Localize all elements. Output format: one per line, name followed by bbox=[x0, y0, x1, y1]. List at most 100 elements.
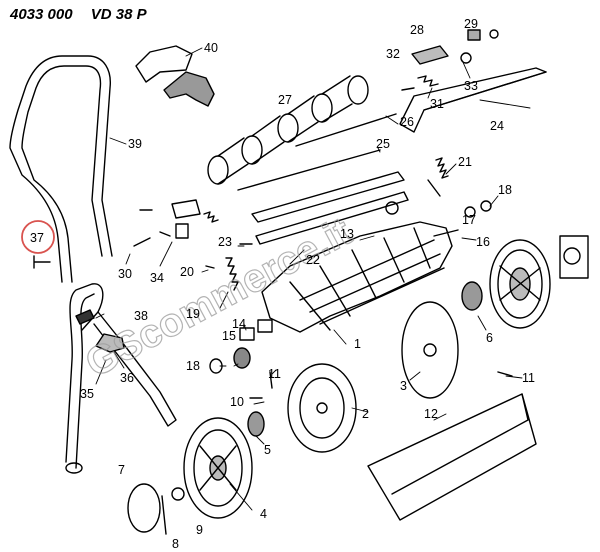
part-39-handle bbox=[9, 55, 113, 283]
label-16: 16 bbox=[476, 235, 490, 249]
part-26-shaft bbox=[295, 113, 397, 147]
part-29-bolt bbox=[467, 29, 481, 41]
part-16-axle bbox=[433, 229, 459, 237]
part-21-rod bbox=[427, 179, 441, 197]
part-4-wheel bbox=[183, 417, 253, 519]
label-4: 4 bbox=[260, 507, 267, 521]
part-34-nut bbox=[175, 223, 189, 239]
part-40-grip bbox=[135, 45, 193, 83]
part-15-bearing bbox=[233, 347, 251, 369]
part-9-clip bbox=[171, 487, 185, 501]
part-25-shaft bbox=[237, 149, 381, 191]
label-24: 24 bbox=[490, 119, 504, 133]
label-1: 1 bbox=[354, 337, 361, 351]
label-35: 35 bbox=[80, 387, 94, 401]
part-21-spring bbox=[435, 157, 449, 179]
part-29-washer bbox=[489, 29, 499, 39]
part-33-nut bbox=[460, 52, 472, 64]
part-18-bushing bbox=[480, 200, 492, 212]
label-18b: 18 bbox=[186, 359, 200, 373]
part-cap-hub bbox=[563, 247, 581, 265]
label-11b: 11 bbox=[522, 371, 535, 385]
part-40-grip-lower bbox=[163, 71, 215, 107]
part-35-bracket bbox=[95, 333, 125, 353]
diagram-header: 4033 000 VD 38 P bbox=[10, 6, 161, 23]
label-5: 5 bbox=[264, 443, 271, 457]
label-12: 12 bbox=[424, 407, 438, 421]
part-1-frame bbox=[261, 221, 453, 333]
label-11a: 11 bbox=[268, 367, 281, 381]
part-14-bush-b bbox=[257, 319, 273, 333]
part-13-knob bbox=[385, 201, 399, 215]
label-14: 14 bbox=[232, 317, 246, 331]
part-27-rollers bbox=[207, 75, 369, 185]
label-29: 29 bbox=[464, 17, 478, 31]
label-36: 36 bbox=[120, 371, 134, 385]
part-6-gear bbox=[461, 281, 483, 311]
part-20-pin bbox=[205, 265, 215, 269]
part-number: 4033 000 bbox=[10, 6, 73, 23]
part-8-pin bbox=[161, 495, 167, 535]
part-36-lower-bar bbox=[93, 311, 177, 427]
label-6: 6 bbox=[486, 331, 493, 345]
label-8: 8 bbox=[172, 537, 179, 551]
part-36-foot bbox=[65, 462, 83, 474]
part-spring bbox=[203, 211, 219, 223]
label-7: 7 bbox=[118, 463, 125, 477]
label-18a: 18 bbox=[498, 183, 512, 197]
label-15: 15 bbox=[222, 329, 236, 343]
part-12-fold bbox=[391, 393, 529, 495]
part-labels: 1 2 3 4 5 6 7 8 9 10 11 11 12 13 14 15 1… bbox=[30, 17, 535, 551]
part-22-blade bbox=[251, 171, 405, 223]
label-28: 28 bbox=[410, 23, 424, 37]
label-23: 23 bbox=[218, 235, 232, 249]
part-19-spring bbox=[225, 257, 239, 291]
part-2-inner bbox=[299, 377, 345, 439]
part-6-wheel bbox=[489, 239, 551, 329]
label-27: 27 bbox=[278, 93, 292, 107]
label-37: 37 bbox=[30, 231, 44, 245]
part-2-hubcap bbox=[287, 363, 357, 453]
part-32-pin bbox=[401, 87, 415, 91]
label-3: 3 bbox=[400, 379, 407, 393]
label-32: 32 bbox=[386, 47, 400, 61]
label-33: 33 bbox=[464, 79, 478, 93]
label-13: 13 bbox=[340, 227, 354, 241]
part-36-lower-handle bbox=[65, 283, 104, 463]
label-40: 40 bbox=[204, 41, 218, 55]
part-38-clip bbox=[75, 309, 95, 325]
label-21: 21 bbox=[458, 155, 472, 169]
highlight-circle bbox=[21, 220, 55, 254]
label-38: 38 bbox=[134, 309, 148, 323]
label-31: 31 bbox=[430, 97, 444, 111]
part-3-hub bbox=[423, 343, 437, 357]
label-2: 2 bbox=[362, 407, 369, 421]
part-bracket bbox=[171, 199, 201, 219]
label-20: 20 bbox=[180, 265, 194, 279]
label-34: 34 bbox=[150, 271, 164, 285]
label-30: 30 bbox=[118, 267, 132, 281]
part-22-blade-b bbox=[255, 191, 409, 245]
part-11-screw-b bbox=[497, 371, 513, 377]
label-25: 25 bbox=[376, 137, 390, 151]
label-19: 19 bbox=[186, 307, 200, 321]
label-17: 17 bbox=[462, 213, 476, 227]
part-5-pinion bbox=[247, 411, 265, 437]
label-9: 9 bbox=[196, 523, 203, 537]
leader-lines bbox=[95, 47, 531, 511]
part-2-hub bbox=[316, 402, 328, 414]
part-14-bush bbox=[239, 327, 255, 341]
part-28-plate bbox=[411, 45, 449, 65]
part-31-spring bbox=[417, 75, 439, 87]
part-cap bbox=[559, 235, 589, 279]
part-39-handle-inner bbox=[21, 65, 103, 283]
label-22: 22 bbox=[306, 253, 320, 267]
part-17-gear bbox=[464, 206, 476, 218]
part-30-bolt bbox=[133, 231, 171, 247]
label-10: 10 bbox=[230, 395, 244, 409]
part-11-screw bbox=[269, 371, 273, 389]
part-7-washer bbox=[127, 483, 161, 533]
part-3-cover bbox=[401, 301, 459, 399]
part-12-shield bbox=[367, 393, 537, 521]
